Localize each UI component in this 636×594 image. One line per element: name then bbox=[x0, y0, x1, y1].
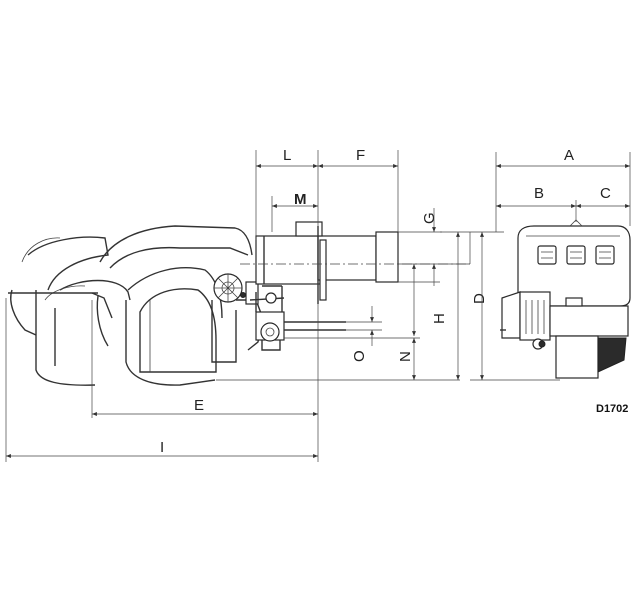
dimension-label-l: L bbox=[283, 147, 291, 164]
dimension-label-h: H bbox=[431, 313, 448, 324]
dimension-label-d: D bbox=[471, 293, 488, 304]
side-dimensions: L F M G H D O N E bbox=[5, 147, 488, 462]
dimension-label-i: I bbox=[160, 439, 164, 456]
burner-side-view bbox=[8, 221, 470, 386]
burner-front-view bbox=[500, 225, 631, 379]
blast-tube bbox=[255, 221, 399, 304]
dimension-label-g: G bbox=[421, 212, 438, 224]
dimension-label-c: C bbox=[600, 185, 611, 202]
drawing-code: D1702 bbox=[596, 403, 628, 415]
dimension-label-b: B bbox=[534, 185, 544, 202]
dimension-label-a: A bbox=[564, 147, 574, 164]
control-box-windows bbox=[537, 245, 615, 265]
dimension-label-m: M bbox=[294, 191, 307, 208]
dimension-label-e: E bbox=[194, 397, 204, 414]
burner-housing bbox=[91, 225, 253, 386]
burner-housing-open-position bbox=[8, 236, 131, 386]
fuel-pump bbox=[255, 285, 346, 351]
dimension-label-n: N bbox=[397, 351, 414, 362]
dimension-label-f: F bbox=[356, 147, 365, 164]
dimension-label-o: O bbox=[351, 350, 368, 362]
front-dimensions: A B C bbox=[470, 147, 631, 381]
